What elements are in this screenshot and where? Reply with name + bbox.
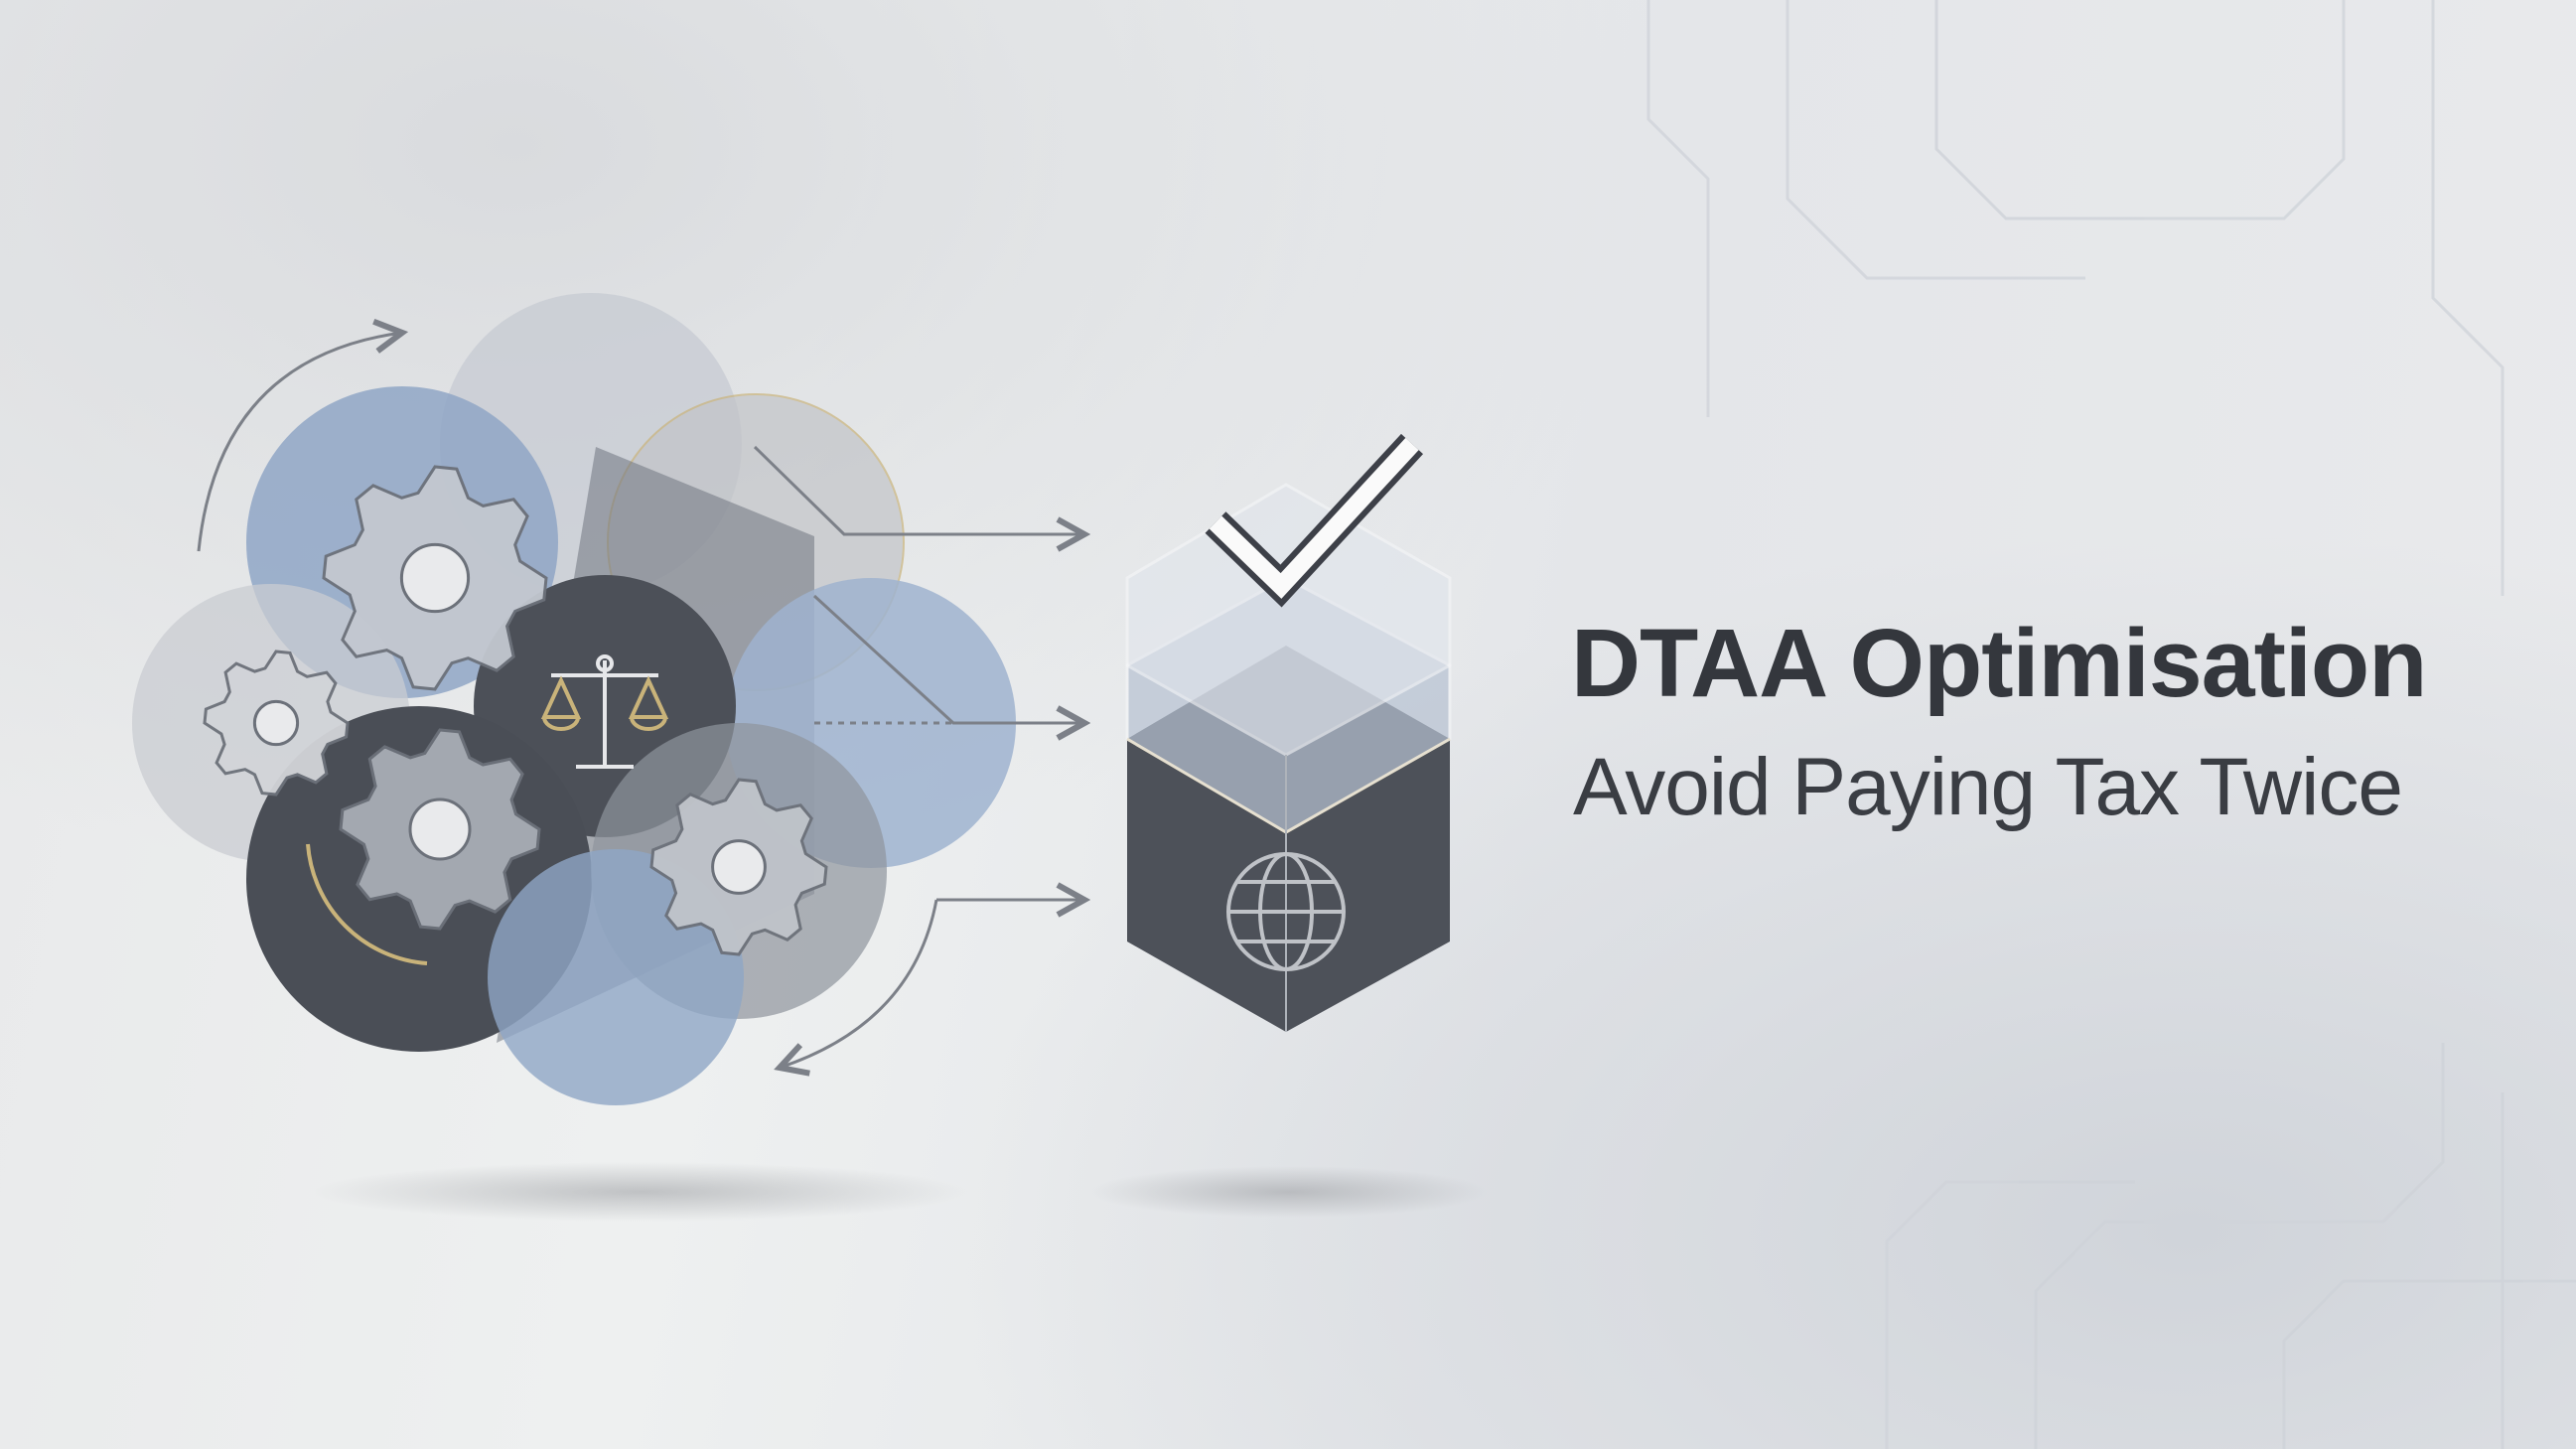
- gear-hole: [711, 839, 767, 895]
- shadow: [313, 1162, 968, 1222]
- document-cube: [1125, 433, 1452, 1032]
- scale-icon: [540, 654, 669, 769]
- page-title: DTAA Optimisation: [1571, 609, 2427, 717]
- gear-hole: [399, 542, 471, 614]
- page-subtitle: Avoid Paying Tax Twice: [1573, 742, 2403, 832]
- shadow: [1090, 1166, 1488, 1218]
- gear-hole: [408, 797, 472, 861]
- globe-icon: [1226, 852, 1346, 971]
- circuit-lines-decoration: [1646, 0, 2576, 1449]
- gear-hole: [252, 699, 300, 747]
- flow-arrows: [197, 333, 1084, 1068]
